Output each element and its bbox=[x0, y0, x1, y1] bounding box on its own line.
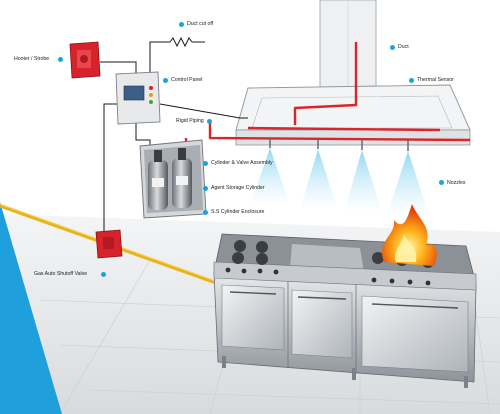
stainless-cylinder-enclosure bbox=[139, 139, 207, 219]
cylinder-valve-assembly-label: Cylinder & Valve Assembly bbox=[211, 160, 273, 166]
control-wiring bbox=[100, 36, 248, 232]
exhaust-duct bbox=[319, 0, 377, 99]
ss-enclosure-marker bbox=[203, 210, 208, 215]
rigid-piping-marker bbox=[207, 119, 212, 124]
nozzle-sprays bbox=[250, 148, 430, 218]
cooking-line bbox=[213, 233, 477, 388]
nozzles-marker bbox=[439, 180, 444, 185]
hooter-strobe-device bbox=[69, 41, 101, 79]
control-panel-label: Control Panel bbox=[171, 77, 203, 83]
duct-marker bbox=[390, 45, 395, 50]
cylinder-valve-marker bbox=[203, 161, 208, 166]
agent-storage-cylinder-label: Agent Storage Cylinder bbox=[211, 185, 265, 191]
kitchen-hood bbox=[235, 84, 471, 146]
gas-auto-shutoff-valve-label: Gas Auto Shutoff Valve bbox=[34, 271, 88, 277]
control-panel-box bbox=[115, 71, 161, 125]
duct-label: Duct bbox=[398, 44, 409, 50]
duct-cut-off-label: Duct cut off bbox=[187, 21, 214, 27]
gas-valve-marker bbox=[101, 272, 106, 277]
blue-corner-accent bbox=[0, 202, 62, 414]
ss-cylinder-enclosure-label: S.S Cylinder Enclosure bbox=[211, 209, 265, 215]
gas-shutoff-valve-box bbox=[95, 229, 123, 259]
hooter-strobe-marker bbox=[58, 57, 63, 62]
nozzle-drops bbox=[269, 138, 409, 151]
thermal-sensor-marker bbox=[409, 78, 414, 83]
agent-storage-marker bbox=[203, 186, 208, 191]
control-panel-marker bbox=[163, 78, 168, 83]
grease-fire bbox=[382, 204, 437, 266]
thermal-sensor-label: Thermal Sensor bbox=[417, 77, 454, 83]
hooter-strobe-label: Hooter / Strobe bbox=[14, 56, 50, 62]
rigid-piping-label: Rigid Piping bbox=[176, 118, 204, 124]
nozzles-label: Nozzles bbox=[447, 180, 466, 186]
duct-cut-off-marker bbox=[179, 22, 184, 27]
